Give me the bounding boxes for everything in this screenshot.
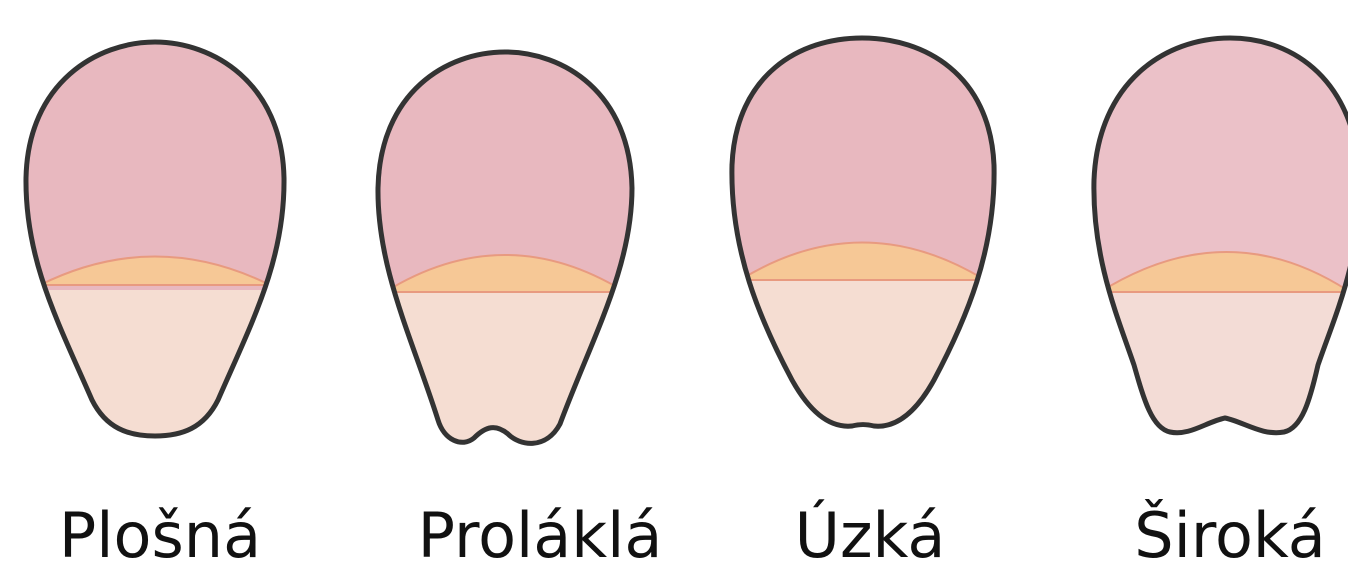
petal-prolakla (360, 0, 660, 480)
petal-upper-zone (1080, 0, 1348, 292)
petal-upper-zone (360, 0, 660, 292)
petal-upper-zone (720, 0, 1020, 280)
petal-siroka (1080, 0, 1348, 480)
petal-label-plosna: Plošná (40, 496, 280, 576)
petal-label-prolakla: Proláklá (395, 496, 685, 576)
petal-label-siroka: Široká (1115, 496, 1345, 576)
petal-label-uzka: Úzká (770, 496, 970, 576)
petal-plosna (0, 0, 340, 480)
petal-uzka (720, 0, 1020, 480)
petal-diagrams (0, 0, 1348, 480)
